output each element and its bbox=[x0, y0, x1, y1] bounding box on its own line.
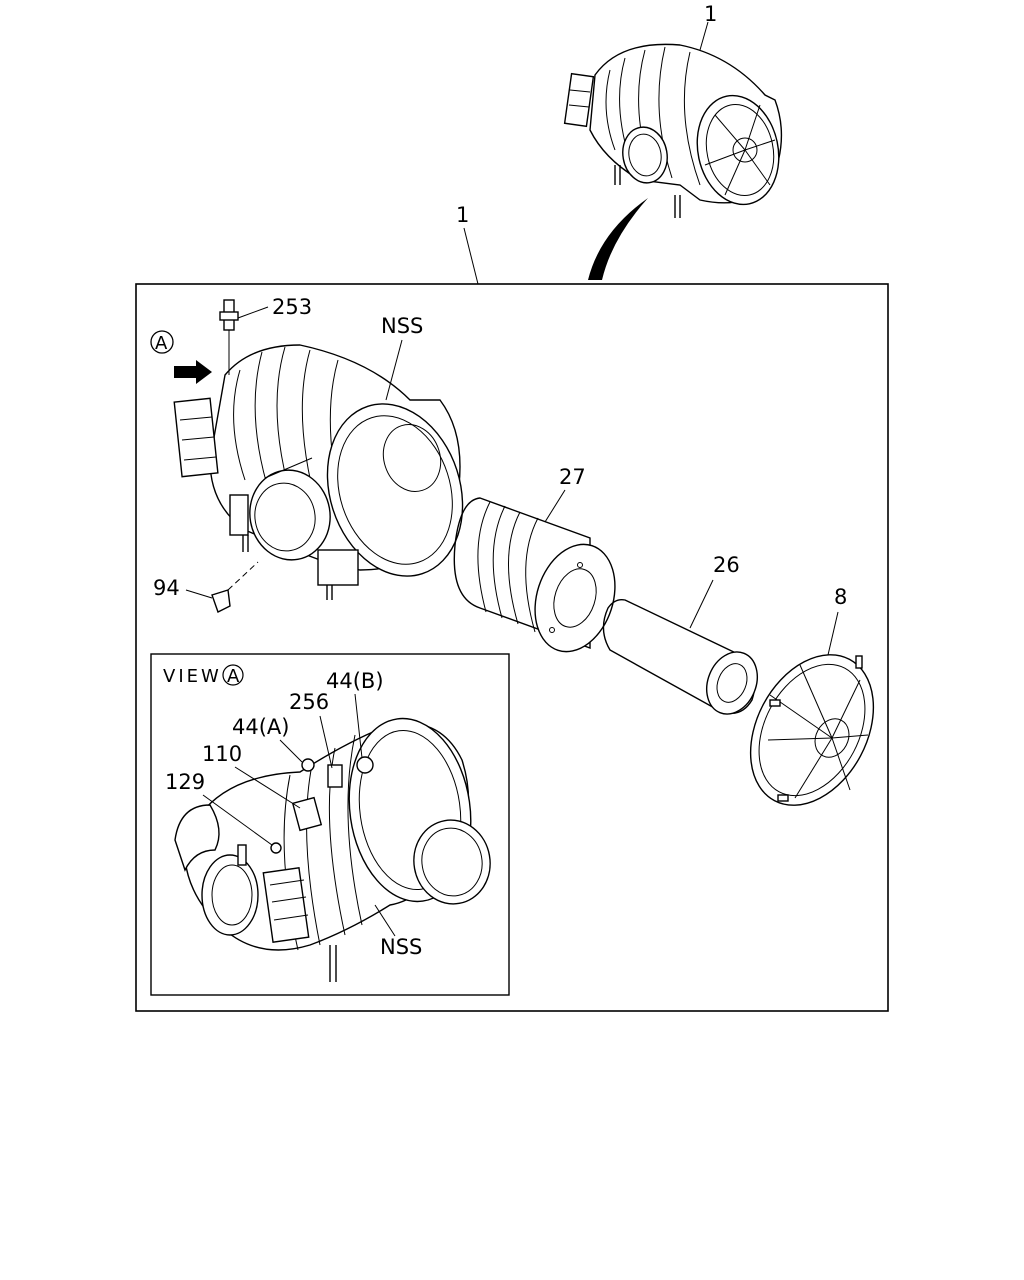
part-8-cover bbox=[749, 654, 875, 806]
part-253-fitting bbox=[219, 299, 239, 375]
arrow-right-icon bbox=[174, 360, 212, 384]
assembly-thumbnail bbox=[563, 21, 783, 218]
air-cleaner-housing bbox=[173, 344, 464, 600]
callout-nss-view: NSS bbox=[380, 935, 422, 959]
callout-253: 253 bbox=[272, 295, 312, 319]
callout-256: 256 bbox=[289, 690, 329, 714]
assembly-frame bbox=[135, 283, 889, 1012]
part-94-cap bbox=[211, 561, 259, 613]
callout-assembly-top: 1 bbox=[704, 2, 717, 26]
part-27-outer-element bbox=[453, 497, 616, 653]
callout-27: 27 bbox=[559, 465, 586, 489]
callout-8: 8 bbox=[834, 585, 847, 609]
circled-letter-icon: A bbox=[150, 330, 174, 354]
view-label-marker: A bbox=[227, 666, 240, 687]
view-a-inset-frame bbox=[150, 653, 510, 996]
callout-110: 110 bbox=[202, 742, 242, 766]
view-label: VIEW bbox=[163, 666, 222, 687]
view-a-housing bbox=[174, 717, 491, 982]
callout-94: 94 bbox=[153, 576, 180, 600]
arrow-right-icon bbox=[588, 198, 648, 280]
circled-letter-icon: A bbox=[222, 664, 244, 687]
callout-44b: 44(B) bbox=[326, 669, 384, 693]
part-26-inner-element bbox=[602, 598, 758, 715]
callout-129: 129 bbox=[165, 770, 205, 794]
callout-44a: 44(A) bbox=[232, 715, 289, 739]
view-marker-a: A bbox=[155, 333, 168, 354]
callout-assembly-main: 1 bbox=[456, 203, 469, 227]
callout-26: 26 bbox=[713, 553, 740, 577]
callout-nss-main: NSS bbox=[381, 314, 423, 338]
